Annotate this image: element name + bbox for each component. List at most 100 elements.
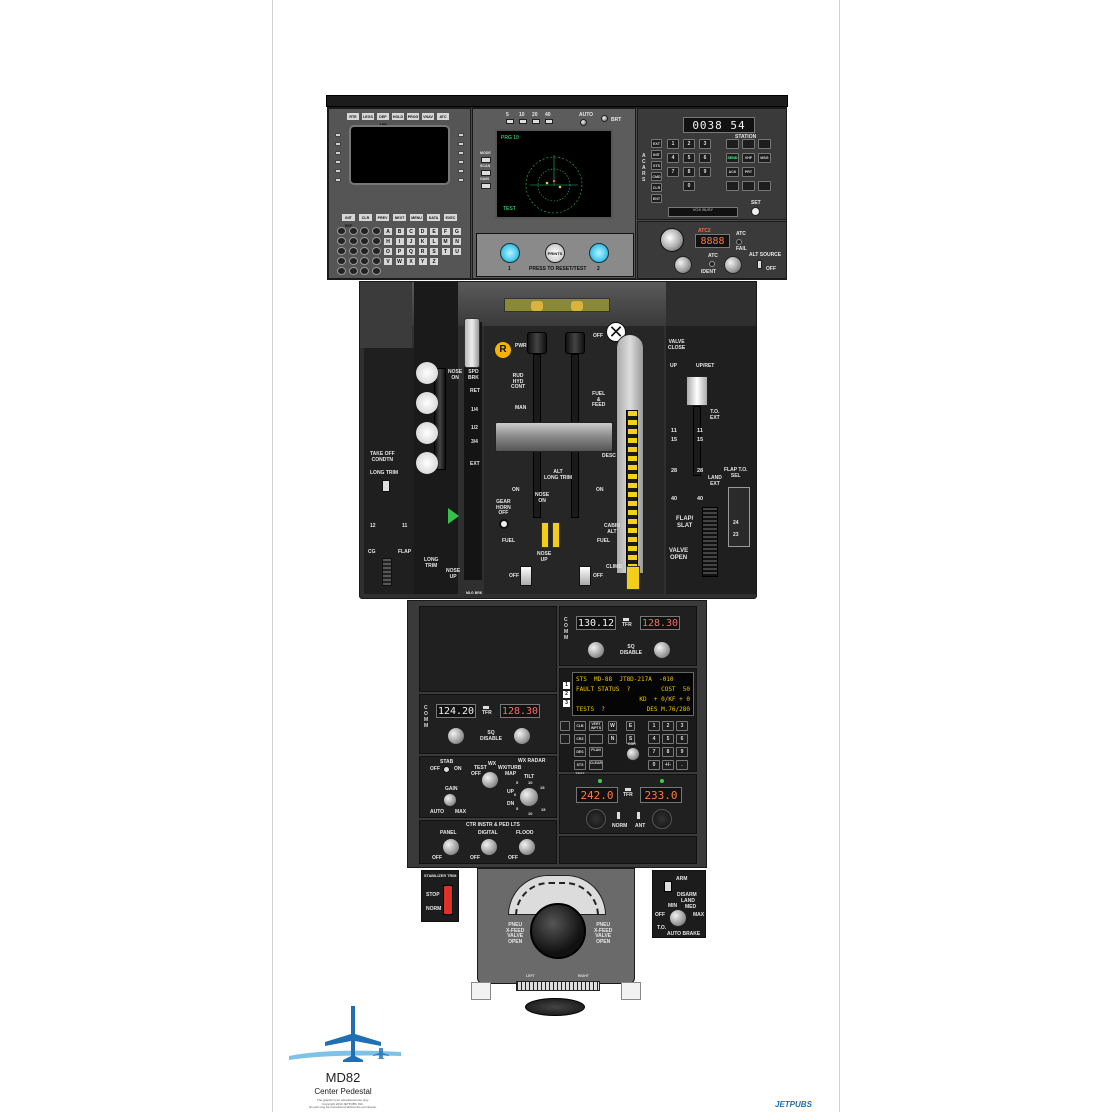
cdu-key-init-ref[interactable]: INIT REF (341, 213, 356, 228)
autobrake-knob[interactable] (669, 909, 687, 927)
cdu-alpha-s[interactable]: S (429, 247, 439, 256)
radar-range-key-20[interactable] (532, 119, 540, 124)
cdu-lsk-left-1[interactable] (335, 133, 341, 137)
cdu-lsk-right-3[interactable] (458, 151, 464, 155)
cdu-alpha-m[interactable]: M (440, 237, 451, 246)
cdu-alpha-v[interactable]: V (383, 257, 393, 266)
comm1-right-knob[interactable] (653, 641, 671, 659)
acars-func-key-6[interactable] (758, 181, 771, 191)
cdu-num-key-2-0[interactable] (337, 247, 346, 255)
cdu-key-rte[interactable]: RTE (346, 112, 360, 121)
mcdu-key-des[interactable]: DES (574, 747, 586, 757)
mcdu-line-num-3[interactable]: 3 (563, 700, 570, 707)
cdu-alpha-c[interactable]: C (406, 227, 416, 236)
cdu-lsk-left-4[interactable] (335, 160, 341, 164)
comm2-left-knob[interactable] (447, 727, 465, 745)
acars-digit-2[interactable]: 2 (683, 139, 695, 149)
acars-digit-4[interactable]: 4 (667, 153, 679, 163)
cdu-lsk-right-6[interactable] (458, 178, 464, 182)
mcdu-digit-3[interactable]: 4 (648, 734, 660, 744)
acars-func-key-5[interactable] (742, 181, 755, 191)
flap-handle[interactable] (686, 376, 708, 476)
mcdu-digit-0[interactable]: 1 (648, 721, 660, 731)
radar-side2-button[interactable] (589, 243, 609, 263)
cdu-num-key-1-1[interactable] (348, 237, 358, 245)
cdu-alpha-o[interactable]: O (383, 247, 393, 256)
cdu-num-key-0-2[interactable] (360, 227, 369, 235)
cdu-alpha-k[interactable]: K (417, 237, 428, 246)
radar-gain-knob[interactable] (443, 793, 457, 807)
mcdu-key-crz[interactable]: CRZ (574, 734, 586, 744)
cdu-alpha-n[interactable]: N (452, 237, 462, 246)
radar-mode-knob[interactable] (481, 771, 499, 789)
radar-auto-knob[interactable] (580, 119, 587, 126)
acars-digit-6[interactable]: 6 (699, 153, 711, 163)
acars-key-send[interactable]: SEND (726, 153, 739, 163)
radar-mode-key-scan[interactable] (481, 170, 491, 176)
cdu-num-key-2-1[interactable] (348, 247, 358, 255)
cdu-key-hold[interactable]: HOLD (391, 112, 405, 121)
speed-brake-handle[interactable] (434, 368, 446, 470)
cdu-alpha-l[interactable]: L (429, 237, 439, 246)
acars-key-ack[interactable]: ACK (726, 167, 739, 177)
atc-code-knob[interactable] (660, 228, 684, 252)
rudder-trim-knob[interactable] (530, 903, 586, 959)
spd-brk-lever[interactable] (464, 318, 480, 368)
atc-right-knob[interactable] (724, 256, 742, 274)
acars-set-button[interactable] (751, 207, 760, 216)
autobrake-arm-switch[interactable] (664, 881, 672, 892)
cdu-alpha-f[interactable]: F (440, 227, 451, 236)
cdu-alpha-r[interactable]: R (417, 247, 428, 256)
mcdu-key-clb[interactable]: CLB (574, 721, 586, 731)
ctr-lights-knob-digital[interactable] (480, 838, 498, 856)
mcdu-key-left-1[interactable] (560, 734, 570, 744)
adf-right-knob[interactable] (652, 809, 672, 829)
cdu-num-key-3-1[interactable] (348, 257, 358, 265)
comm2-right-knob[interactable] (513, 727, 531, 745)
acars-digit-5[interactable]: 5 (683, 153, 695, 163)
mcdu-letter-w[interactable]: W (608, 721, 617, 731)
cdu-key-vnav[interactable]: VNAV (421, 112, 435, 121)
acars-key-sts[interactable]: STS (651, 161, 662, 170)
acars-key-prt[interactable]: PRT (742, 167, 755, 177)
adf-left-knob[interactable] (586, 809, 606, 829)
alt-trim-switch-right[interactable] (552, 522, 560, 548)
cdu-num-key-0-1[interactable] (348, 227, 358, 235)
acars-key-ext[interactable]: EXT (651, 139, 662, 148)
cdu-num-key-1-3[interactable] (371, 237, 381, 245)
atc-ident-button[interactable] (709, 261, 715, 267)
acars-key-ent[interactable]: ENT (651, 194, 662, 203)
atc-alt-switch[interactable] (757, 260, 762, 269)
acars-func-key-4[interactable] (726, 181, 739, 191)
cdu-key-data[interactable]: DATA (426, 213, 441, 222)
mcdu-key-sts-test[interactable]: STS TEST (574, 760, 586, 776)
cdu-alpha-p[interactable]: P (394, 247, 405, 256)
acars-digit-9[interactable]: 9 (699, 167, 711, 177)
mcdu-key-mid-1[interactable] (589, 734, 603, 744)
gear-horn-button[interactable] (499, 519, 509, 529)
acars-digit-0[interactable]: 0 (683, 181, 695, 191)
cdu-alpha-x[interactable]: X (406, 257, 416, 266)
mcdu-line-num-1[interactable]: 1 (563, 682, 570, 689)
comm1-left-knob[interactable] (587, 641, 605, 659)
cdu-lsk-right-5[interactable] (458, 169, 464, 173)
acars-func-key-2[interactable] (742, 139, 755, 149)
cdu-key-prog[interactable]: PROG (406, 112, 420, 121)
cdu-key-menu[interactable]: MENU (409, 213, 424, 222)
cdu-num-key-3-0[interactable] (337, 257, 346, 265)
stab-trim-switch[interactable] (443, 885, 453, 915)
long-trim-switch[interactable] (382, 480, 390, 492)
cdu-key-next[interactable]: NEXT (392, 213, 407, 222)
cdu-num-key-4-1[interactable] (348, 267, 358, 275)
radar-stab-switch[interactable] (443, 766, 450, 773)
cdu-lsk-right-2[interactable] (458, 142, 464, 146)
radar-mode-key-mode[interactable] (481, 157, 491, 163)
cdu-alpha-e[interactable]: E (429, 227, 439, 236)
acars-digit-7[interactable]: 7 (667, 167, 679, 177)
adf-mode-switch-1[interactable] (616, 811, 621, 820)
cdu-alpha-z[interactable]: Z (429, 257, 439, 266)
cdu-key-atc[interactable]: ATC (436, 112, 450, 121)
cdu-num-key-4-2[interactable] (360, 267, 369, 275)
cdu-num-key-1-2[interactable] (360, 237, 369, 245)
acars-func-key-1[interactable] (726, 139, 739, 149)
